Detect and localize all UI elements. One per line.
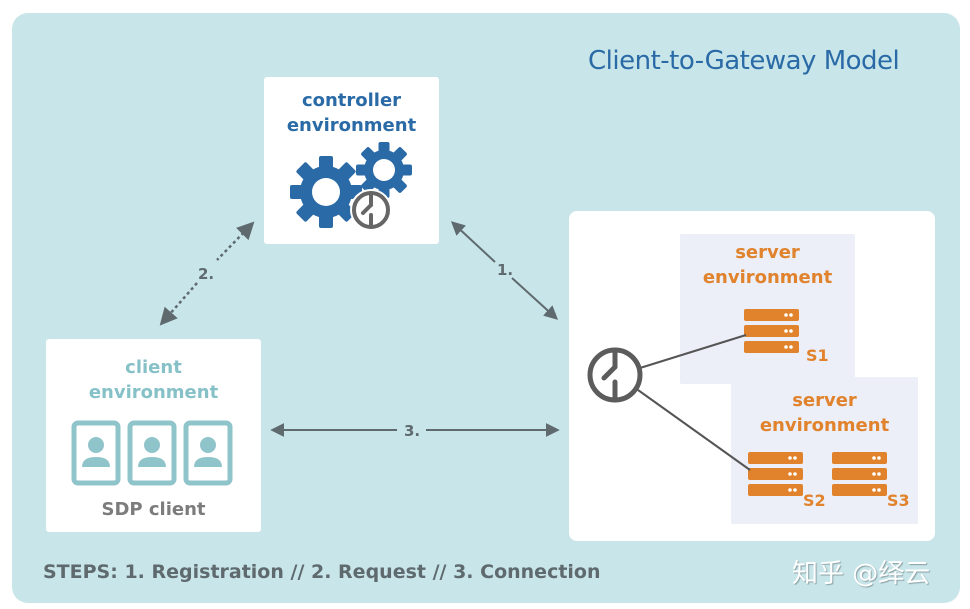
gear-icon <box>290 156 362 228</box>
client-label-line2: environment <box>88 382 219 403</box>
gateway-to-s1-line <box>639 334 747 369</box>
step2-label: 2. <box>198 265 214 283</box>
step2-arrow: 2. <box>159 221 255 326</box>
gateway-switch-icon <box>587 347 643 403</box>
server-stack-icon-s1 <box>744 309 799 353</box>
controller-label-line2: environment <box>286 115 417 136</box>
server-environment-box-2: server environment <box>731 377 918 524</box>
server-stack-icon-s2 <box>748 452 803 496</box>
server-stack-icon-s3 <box>832 452 887 496</box>
watermark: 知乎 @绎云 <box>792 559 931 589</box>
controller-label: controller environment <box>264 88 439 138</box>
client-label: client environment <box>46 355 261 405</box>
steps-legend: STEPS: 1. Registration // 2. Request // … <box>43 561 601 583</box>
step1-arrow-end <box>511 277 559 320</box>
client-icons <box>71 420 233 486</box>
step1-arrow-start <box>450 221 496 263</box>
diagram-title: Client-to-Gateway Model <box>588 46 900 76</box>
controller-environment-box: controller environment <box>264 77 439 244</box>
step1-arrow: 1. <box>450 221 559 320</box>
server-env-2-label: server environment <box>731 388 918 438</box>
user-card-icon <box>183 420 233 486</box>
server-env-1-label-line1: server <box>735 242 800 263</box>
controller-icons <box>290 142 412 231</box>
gateway-to-s2-line <box>637 389 751 471</box>
client-environment-box: client environment SDP client <box>46 339 261 532</box>
client-label-line1: client <box>125 357 182 378</box>
server-env-1-label-line2: environment <box>702 267 833 288</box>
sdp-client-caption: SDP client <box>101 499 206 520</box>
step3-label: 3. <box>404 422 420 440</box>
controller-label-line1: controller <box>301 90 402 111</box>
step2-arrow-start <box>216 221 255 261</box>
step3-arrow: 3. <box>270 422 560 440</box>
server-label-s3: S3 <box>887 491 910 510</box>
server-env-2-label-line1: server <box>792 390 857 411</box>
server-label-s2: S2 <box>803 491 826 510</box>
user-card-icon <box>127 420 177 486</box>
server-label-s1: S1 <box>806 346 829 365</box>
server-env-1-label: server environment <box>680 240 855 290</box>
gateway-switch-icon <box>350 189 392 231</box>
gear-icon <box>356 142 412 198</box>
user-card-icon <box>71 420 121 486</box>
step2-arrow-end <box>159 282 198 326</box>
server-env-2-label-line2: environment <box>759 415 890 436</box>
step1-label: 1. <box>497 261 513 279</box>
